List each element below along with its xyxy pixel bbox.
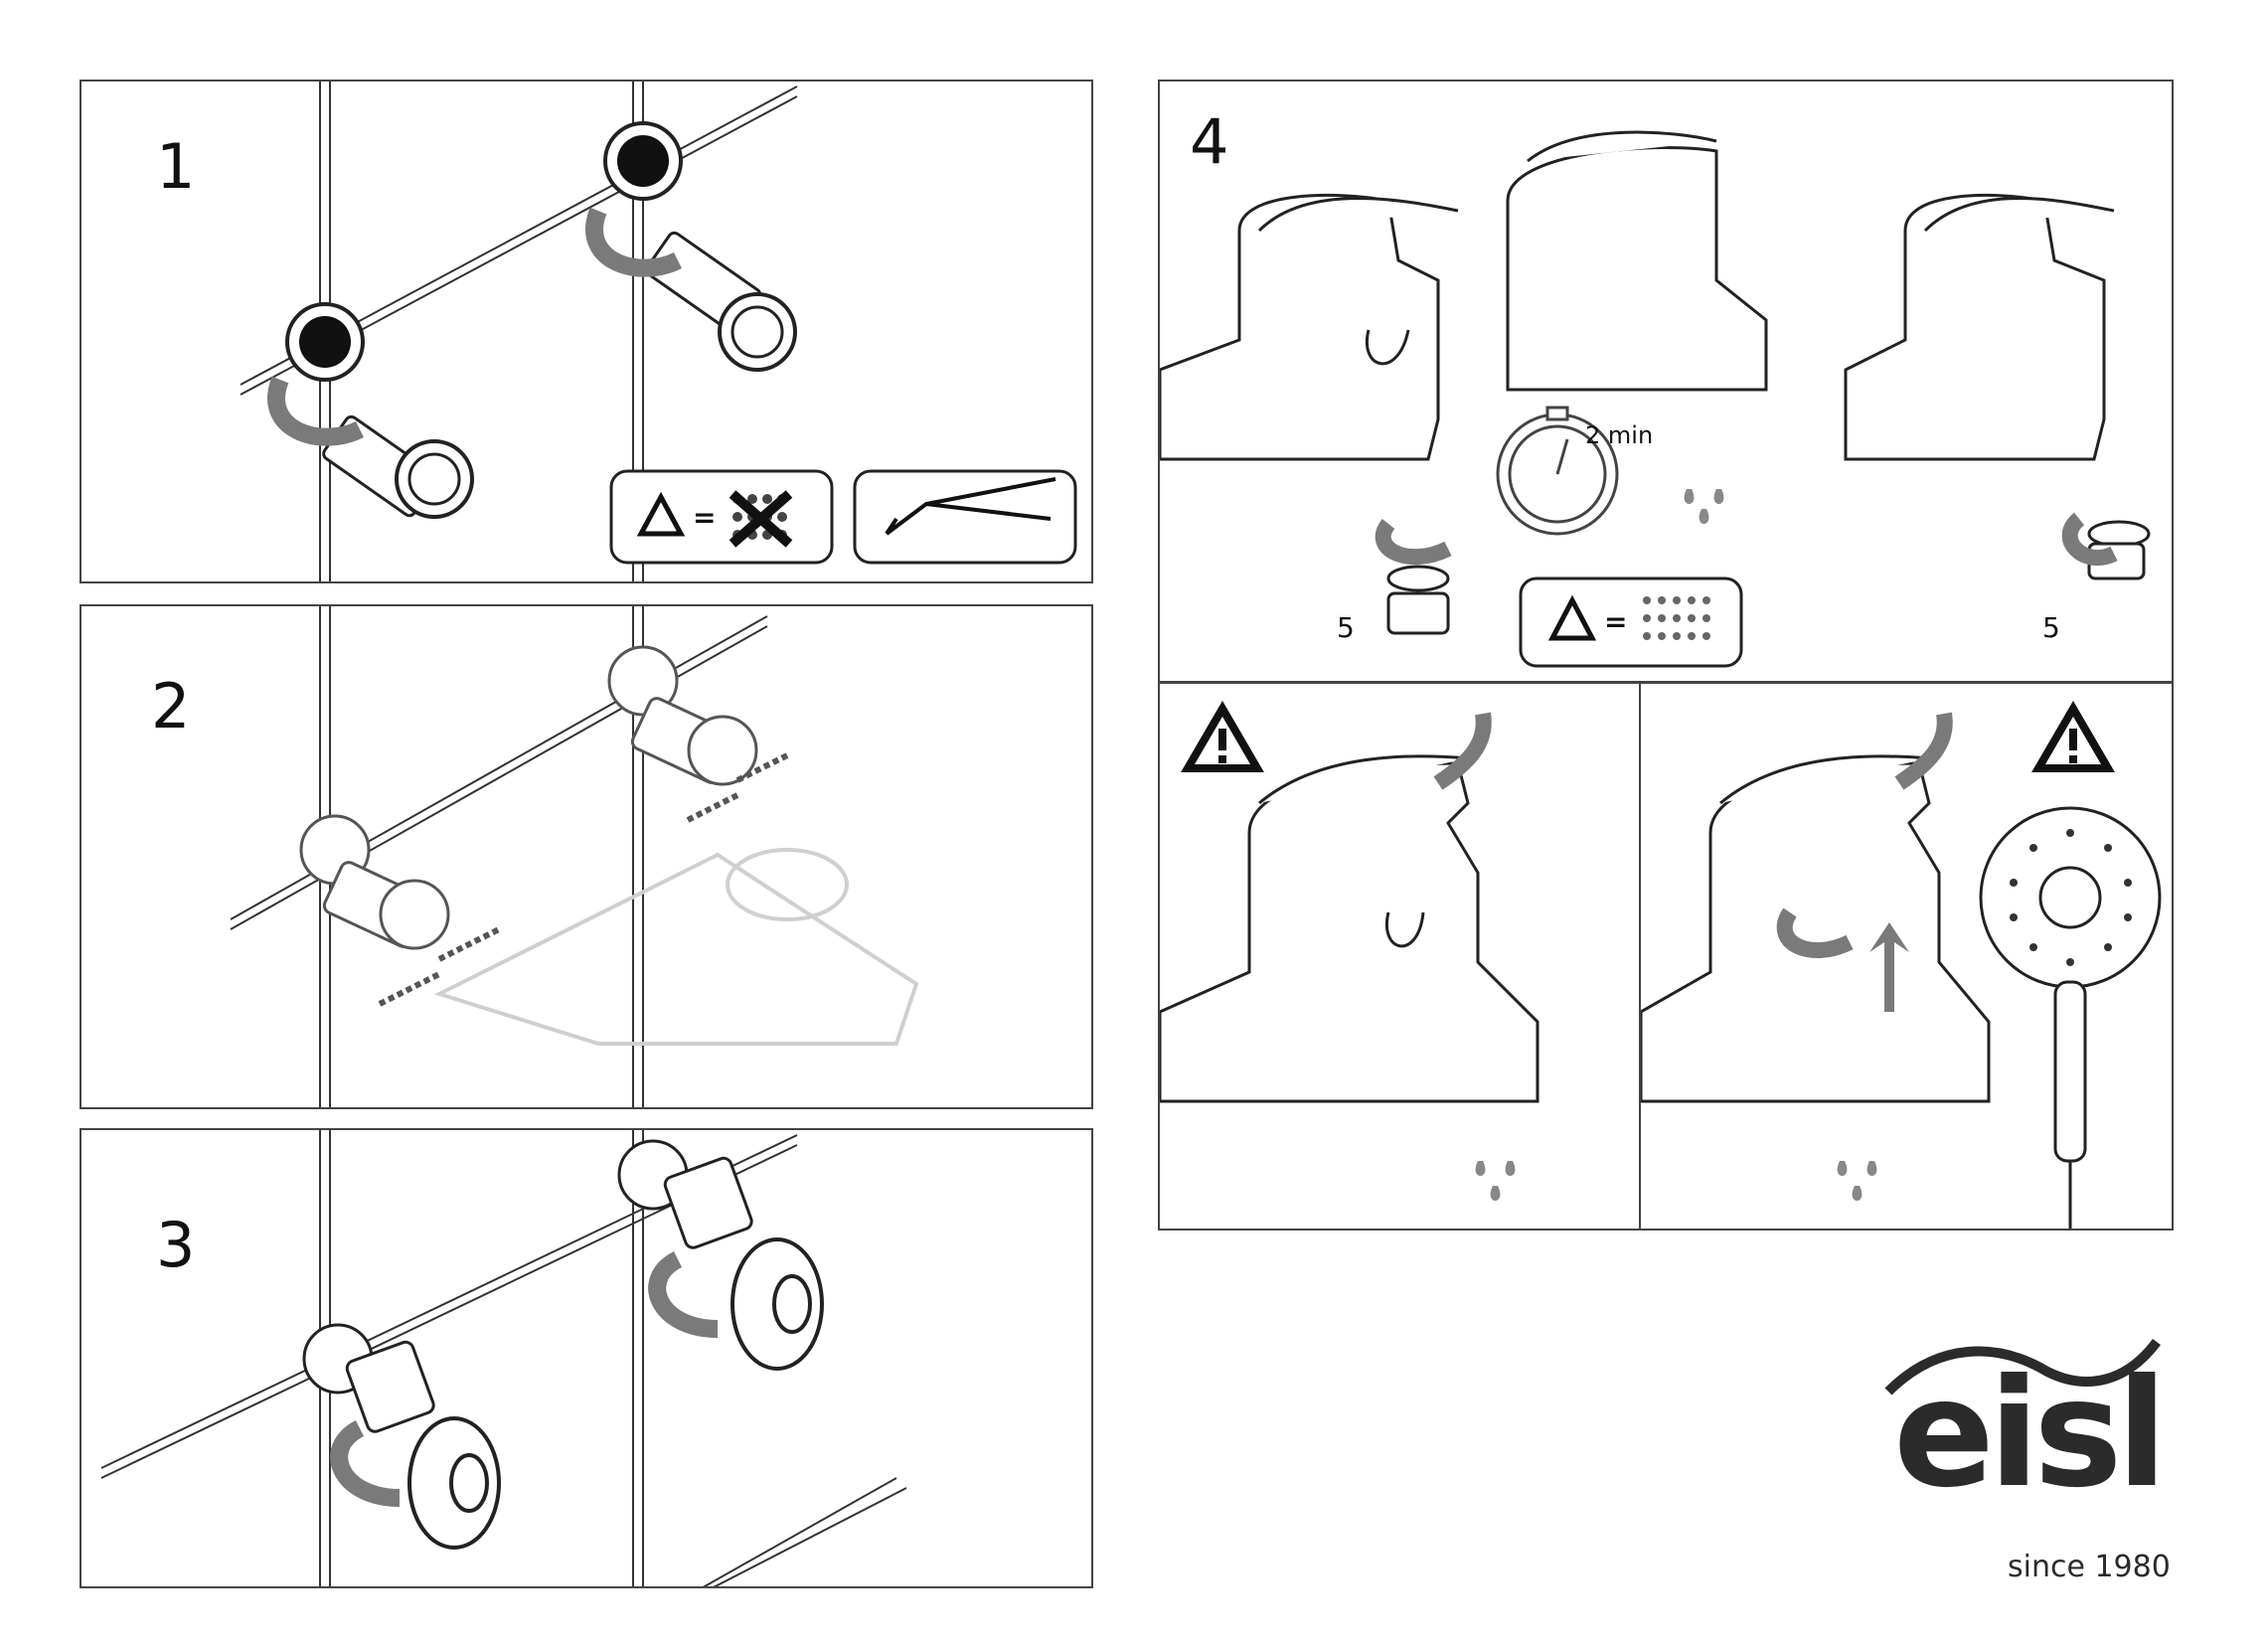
wall-connector-left [285,302,474,519]
water-drops-icon [1475,1161,1516,1201]
connector-left [302,1323,435,1433]
water-drops-icon [1837,1161,1877,1201]
aerator-right-label: 5 [2042,611,2060,644]
aerator-left-label: 5 [1337,611,1355,644]
rotate-arrow-icon [1776,907,1854,958]
aerator-left [1386,565,1450,635]
rotate-arrow-icon [2061,512,2118,567]
eccentric-left [299,814,450,950]
step-3-panel: 3 [80,1128,1093,1588]
rotate-arrow-icon [585,207,683,277]
step-number-4: 4 [1190,105,1229,178]
warning-water-box: = [1519,576,1743,668]
step-4-panel: = 4 2 min 5 5 [1158,80,2174,683]
pliers-icon [885,477,1056,536]
water-drops-icon [1684,489,1724,524]
step-4-illustration: = [1160,130,2151,668]
faint-faucet [433,848,919,1046]
rotate-arrow-icon [648,1250,719,1338]
warning-triangle-icon [2031,701,2115,772]
faucet-refit-aerator [1844,193,2115,461]
spout-flow-illustration [1160,701,1539,1201]
cover-plate-right [730,1237,824,1371]
warning-triangle-icon [1547,594,1597,641]
rotate-arrow-icon [267,376,365,446]
step-number-1: 1 [156,130,196,203]
step-number-2: 2 [151,670,191,742]
faucet-remove-aerator [1160,193,1459,461]
brand-logo: eisl since 1980 [1878,1332,2177,1590]
shower-nozzles [2010,829,2132,966]
bath-faucet [1641,754,1991,1103]
warning-no-water-box: = [609,469,834,565]
step-number-3: 3 [156,1209,196,1281]
rotate-arrow-icon [1375,519,1452,566]
logo-tagline: since 1980 [2008,1550,2171,1584]
shower-flow-illustration [1641,701,2162,1229]
spout-flow-panel [1158,682,1641,1231]
bath-faucet [1160,754,1539,1103]
timer-label: 2 min [1585,421,1654,449]
logo-swoosh [1884,1338,2161,1396]
pliers-tool-box [853,469,1077,565]
logo-wordmark: eisl [1893,1348,2168,1521]
cover-plate-left [407,1416,501,1550]
warning-triangle-icon [636,491,686,537]
rotate-arrow-icon [1894,712,1953,790]
step-1-illustration: = [240,82,1077,581]
svg-text:=: = [1604,605,1627,638]
rotate-arrow-icon [1433,712,1492,790]
eccentric-right [607,645,758,786]
shower-flow-panel [1639,682,2174,1231]
svg-text:=: = [693,501,716,534]
connector-right [617,1139,753,1249]
direction-arrows [378,752,789,1007]
step-2-panel: 2 [80,604,1093,1109]
step-3-illustration [100,1130,907,1586]
stopwatch-icon [1496,406,1619,536]
hand-shower-icon [1979,806,2162,1229]
faucet-flush [1506,130,1768,392]
step-2-illustration [230,606,919,1107]
water-drops-icon [1643,596,1710,640]
warning-triangle-icon [1181,701,1264,772]
step-1-panel: = 1 [80,80,1093,583]
rotate-arrow-icon [330,1419,401,1507]
up-arrow-icon [1869,922,1909,1012]
